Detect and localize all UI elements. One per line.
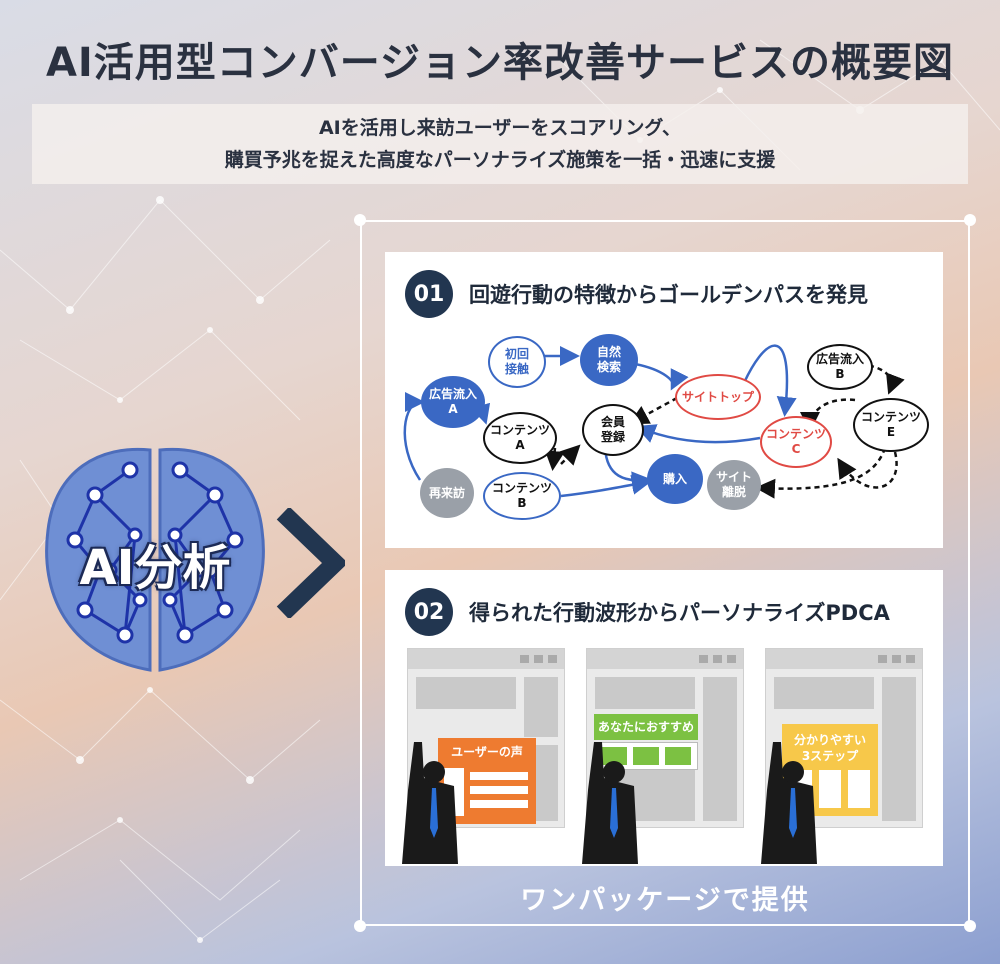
frame-corner bbox=[354, 214, 366, 226]
node-revisit: 再来訪 bbox=[420, 468, 474, 518]
panel-header: 02 得られた行動波形からパーソナライズPDCA bbox=[405, 588, 890, 636]
panel-golden-path: 01 回遊行動の特徴からゴールデンパスを発見 初回接触 bbox=[385, 252, 943, 548]
frame-corner bbox=[964, 214, 976, 226]
frame-corner bbox=[964, 920, 976, 932]
node-member-registration: 会員登録 bbox=[582, 404, 644, 456]
node-first-contact: 初回接触 bbox=[488, 336, 546, 388]
recommend-banner: あなたにおすすめ bbox=[594, 714, 698, 740]
recommend-items bbox=[594, 742, 698, 770]
panel-title: 得られた行動波形からパーソナライズPDCA bbox=[469, 601, 890, 625]
service-frame bbox=[360, 220, 970, 926]
footer-one-package: ワンパッケージで提供 bbox=[520, 885, 810, 916]
frame-corner bbox=[354, 920, 366, 932]
node-natural-search: 自然検索 bbox=[580, 334, 638, 386]
page-title: AI活用型コンバージョン率改善サービスの概要図 bbox=[45, 40, 955, 86]
panel-header: 01 回遊行動の特徴からゴールデンパスを発見 bbox=[405, 270, 868, 318]
presenter-icon bbox=[582, 742, 638, 864]
step-number: 02 bbox=[405, 588, 453, 636]
presenter-icon bbox=[402, 742, 458, 864]
node-site-top: サイトトップ bbox=[675, 374, 761, 420]
presenter-icon bbox=[761, 742, 817, 864]
brain-icon bbox=[45, 447, 265, 672]
ai-analysis-label: AI分析 bbox=[79, 540, 231, 596]
subtitle-line-2: 購買予兆を捉えた高度なパーソナライズ施策を一括・迅速に支援 bbox=[224, 149, 776, 171]
panel-title: 回遊行動の特徴からゴールデンパスを発見 bbox=[469, 283, 868, 307]
subtitle-box: AIを活用し来訪ユーザーをスコアリング、 購買予兆を捉えた高度なパーソナライズ施… bbox=[32, 104, 968, 184]
node-purchase: 購入 bbox=[647, 454, 703, 504]
chevron-right-icon bbox=[276, 508, 345, 618]
subtitle-line-1: AIを活用し来訪ユーザーをスコアリング、 bbox=[318, 117, 682, 139]
node-site-exit: サイト離脱 bbox=[707, 460, 761, 510]
step-number: 01 bbox=[405, 270, 453, 318]
